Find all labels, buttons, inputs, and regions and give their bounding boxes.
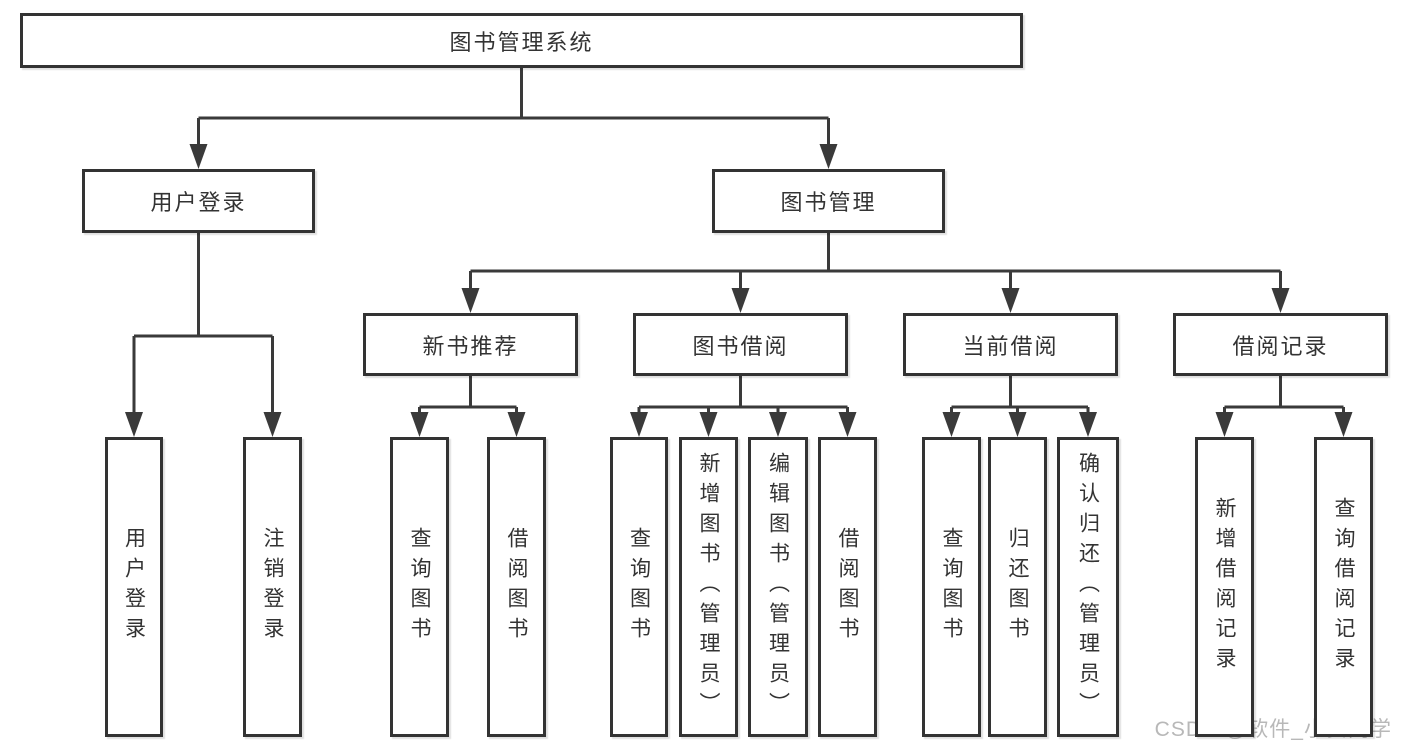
node-label: 查询图书 — [940, 527, 963, 647]
arrowhead — [189, 144, 208, 169]
connector-user-login — [125, 233, 282, 437]
node-label: 用户登录 — [122, 527, 146, 647]
node-label: 新增借阅记录 — [1213, 497, 1236, 677]
node-label: 借阅图书 — [505, 527, 528, 647]
arrowhead — [1001, 288, 1020, 313]
connector-root — [189, 68, 838, 169]
node-label: 图书借阅 — [692, 333, 789, 359]
node-new-book-rec: 新书推荐 — [363, 313, 578, 376]
arrowhead — [507, 412, 526, 437]
node-label: 查询借阅记录 — [1332, 497, 1355, 677]
node-leaf-bb-query: 查询图书 — [610, 437, 668, 737]
node-label: 归还图书 — [1006, 527, 1029, 647]
arrowhead — [461, 288, 480, 313]
node-leaf-user-login: 用户登录 — [105, 437, 163, 737]
arrowhead — [630, 412, 648, 437]
node-label: 查询图书 — [627, 527, 651, 647]
arrowhead — [838, 412, 857, 437]
connector-new-book-rec — [410, 376, 526, 437]
arrowhead — [263, 412, 282, 437]
node-book-borrow: 图书借阅 — [633, 313, 848, 376]
arrowhead — [410, 412, 429, 437]
node-label: 借阅记录 — [1232, 333, 1329, 359]
node-root: 图书管理系统 — [20, 13, 1023, 68]
node-leaf-br-query: 查询借阅记录 — [1314, 437, 1373, 737]
arrowhead — [1215, 412, 1234, 437]
arrowhead — [819, 144, 838, 169]
connector-current-borrow — [942, 376, 1097, 437]
arrowhead — [731, 288, 750, 313]
node-label: 新增图书（管理员） — [697, 452, 720, 722]
arrowhead — [125, 412, 143, 437]
node-leaf-bb-edit: 编辑图书（管理员） — [748, 437, 808, 737]
node-label: 借阅图书 — [836, 527, 859, 647]
arrowhead — [1008, 412, 1027, 437]
arrowhead — [699, 412, 718, 437]
node-leaf-bb-add: 新增图书（管理员） — [679, 437, 738, 737]
node-label: 图书管理 — [780, 190, 877, 215]
arrowhead — [942, 412, 961, 437]
node-leaf-logout: 注销登录 — [243, 437, 302, 737]
connector-book-borrow — [630, 376, 857, 437]
node-leaf-cb-query: 查询图书 — [922, 437, 981, 737]
arrowhead — [1079, 412, 1097, 437]
node-leaf-rec-borrow: 借阅图书 — [487, 437, 546, 737]
node-book-mgmt: 图书管理 — [712, 169, 945, 233]
node-user-login: 用户登录 — [82, 169, 315, 233]
node-label: 新书推荐 — [422, 333, 519, 359]
connector-borrow-records — [1215, 376, 1353, 437]
node-label: 注销登录 — [261, 527, 284, 647]
connector-book-mgmt — [461, 233, 1290, 313]
arrowhead — [1334, 412, 1353, 437]
node-leaf-cb-confirm: 确认归还（管理员） — [1057, 437, 1119, 737]
arrowhead — [1271, 288, 1290, 313]
node-borrow-records: 借阅记录 — [1173, 313, 1388, 376]
node-label: 图书管理系统 — [449, 29, 594, 55]
node-leaf-bb-borrow: 借阅图书 — [818, 437, 877, 737]
node-label: 编辑图书（管理员） — [766, 452, 790, 722]
node-leaf-cb-return: 归还图书 — [988, 437, 1047, 737]
node-label: 当前借阅 — [962, 333, 1059, 359]
node-label: 确认归还（管理员） — [1076, 452, 1100, 722]
node-label: 查询图书 — [408, 527, 431, 647]
node-leaf-rec-query: 查询图书 — [390, 437, 449, 737]
node-leaf-br-add: 新增借阅记录 — [1195, 437, 1254, 737]
arrowhead — [769, 412, 787, 437]
node-current-borrow: 当前借阅 — [903, 313, 1118, 376]
node-label: 用户登录 — [150, 190, 247, 215]
